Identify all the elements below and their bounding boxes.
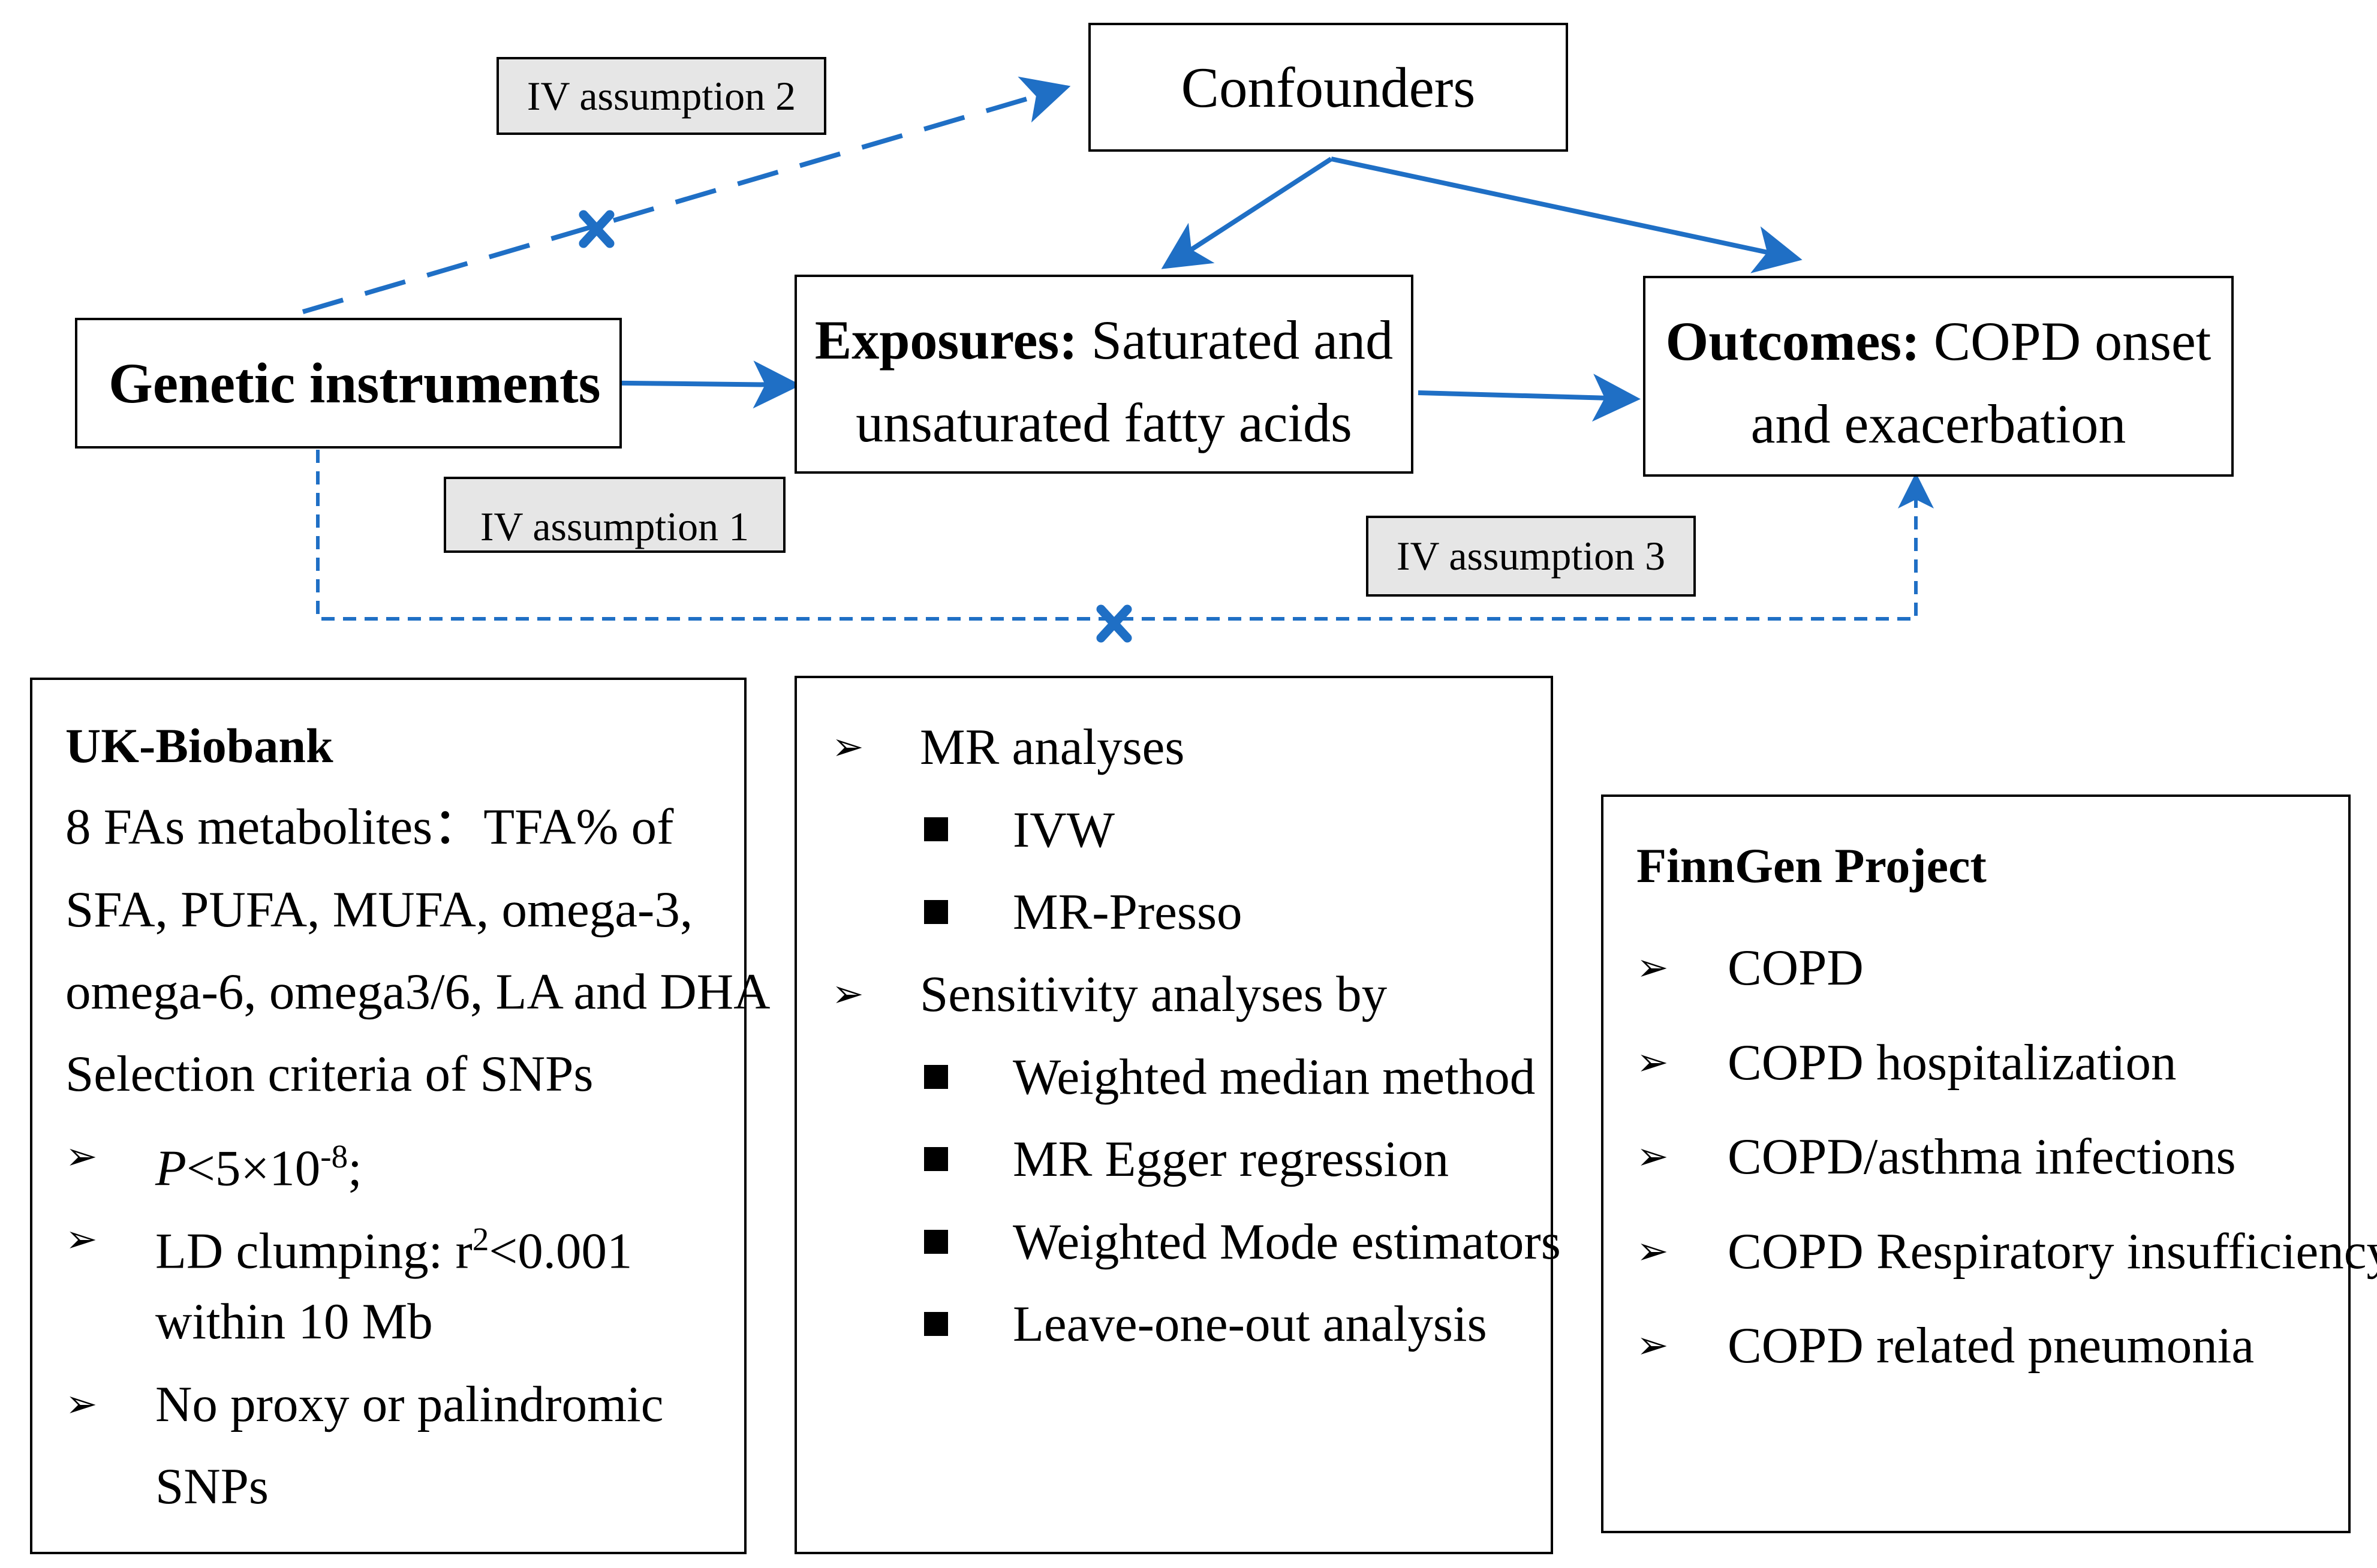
arrowhead-bullet-icon: ➢ — [1636, 1323, 1669, 1368]
exposures-node: Exposures: Saturated and unsaturated fat… — [795, 275, 1413, 474]
exposures-line-2: unsaturated fatty acids — [856, 392, 1352, 453]
finngen-title: FinnGen Project — [1636, 838, 1987, 893]
p-value-criterion: P<5×10-8; — [155, 1127, 362, 1198]
p-symbol: P — [155, 1140, 186, 1197]
uk-biobank-line-1: 8 FAs metabolites：TFA% of — [65, 799, 674, 855]
finngen-item-pneumonia: COPD related pneumonia — [1728, 1317, 2255, 1374]
ld-threshold: <0.001 — [489, 1223, 633, 1280]
ld-clumping-window: within 10 Mb — [155, 1293, 433, 1350]
uk-biobank-line-4: Selection criteria of SNPs — [65, 1046, 594, 1102]
ld-clumping-text: LD clumping: r — [155, 1223, 473, 1280]
exposures-heading: Exposures: — [814, 309, 1078, 371]
genetic-instruments-label: Genetic instruments — [109, 351, 601, 415]
mr-presso-item: MR-Presso — [1013, 884, 1242, 940]
arrowhead-bullet-icon: ➢ — [65, 1217, 98, 1262]
arrowhead-bullet-icon: ➢ — [1636, 1040, 1669, 1085]
outcomes-line-1: Outcomes: COPD onset — [1645, 308, 2231, 374]
arrowhead-bullet-icon: ➢ — [1636, 1229, 1669, 1274]
square-bullet-icon — [924, 817, 948, 841]
square-bullet-icon — [924, 1312, 948, 1336]
finngen-item-infections: COPD/asthma infections — [1728, 1128, 2236, 1185]
p-threshold: <5×10 — [186, 1140, 321, 1197]
arrow-confounder-to-exposure — [1161, 157, 1333, 269]
uk-biobank-line-2: SFA, PUFA, MUFA, omega-3, — [65, 881, 693, 938]
confounders-node: Confounders — [1088, 23, 1568, 152]
arrowhead-bullet-icon: ➢ — [832, 725, 864, 769]
exposures-text: Saturated and — [1091, 309, 1394, 371]
methods-panel: ➢ MR analyses IVW MR-Presso ➢ Sensitivit… — [795, 676, 1561, 1554]
ivw-item: IVW — [1013, 802, 1115, 858]
ld-exponent: 2 — [472, 1221, 489, 1257]
finngen-item-copd: COPD — [1728, 940, 1864, 996]
weighted-mode-item: Weighted Mode estimators — [1013, 1214, 1561, 1270]
leave-one-out-item: Leave-one-out analysis — [1013, 1296, 1487, 1352]
square-bullet-icon — [924, 900, 948, 924]
uk-biobank-title: UK-Biobank — [65, 718, 333, 773]
mr-egger-item: MR Egger regression — [1013, 1131, 1449, 1187]
arrowhead-bullet-icon: ➢ — [1636, 946, 1669, 990]
finngen-panel: FinnGen Project ➢ COPD ➢ COPD hospitaliz… — [1601, 794, 2377, 1533]
arrow-exposure-to-outcome — [1418, 374, 1641, 422]
cross-mark-icon — [579, 210, 615, 248]
square-bullet-icon — [924, 1065, 948, 1089]
mr-analyses-item: MR analyses — [920, 719, 1185, 775]
iv-assumption-2-tag: IV assumption 2 — [497, 57, 826, 135]
outcomes-node: Outcomes: COPD onset and exacerbation — [1643, 276, 2234, 477]
ld-clumping-criterion: LD clumping: r2<0.001 — [155, 1209, 633, 1281]
outcomes-line-2: and exacerbation — [1750, 393, 2126, 455]
square-bullet-icon — [924, 1147, 948, 1171]
uk-biobank-panel: UK-Biobank 8 FAs metabolites：TFA% of SFA… — [30, 678, 771, 1554]
arrowhead-bullet-icon: ➢ — [832, 972, 864, 1016]
arrowhead-bullet-icon: ➢ — [65, 1134, 98, 1179]
exposures-line-1: Exposures: Saturated and — [797, 307, 1411, 373]
uk-biobank-line-3: omega-6, omega3/6, LA and DHA — [65, 964, 771, 1020]
weighted-median-item: Weighted median method — [1013, 1049, 1536, 1105]
iv-assumption-3-label: IV assumption 3 — [1396, 533, 1666, 579]
iv-assumption-1-tag: IV assumption 1 — [444, 477, 786, 553]
square-bullet-icon — [924, 1230, 948, 1254]
arrowhead-bullet-icon: ➢ — [1636, 1134, 1669, 1179]
outcomes-heading: Outcomes: — [1665, 311, 1920, 372]
arrowhead-bullet-icon: ➢ — [65, 1382, 98, 1426]
finngen-item-hospitalization: COPD hospitalization — [1728, 1034, 2177, 1091]
sensitivity-analyses-item: Sensitivity analyses by — [920, 966, 1388, 1022]
genetic-instruments-node: Genetic instruments — [75, 318, 622, 449]
proxy-criterion-line-1: No proxy or palindromic — [155, 1376, 664, 1432]
p-end: ; — [348, 1140, 362, 1197]
iv-assumption-1-label: IV assumption 1 — [480, 504, 750, 549]
cross-mark-icon — [1096, 604, 1132, 643]
finngen-item-respiratory-insufficiency: COPD Respiratory insufficiency — [1728, 1223, 2377, 1280]
proxy-criterion-line-2: SNPs — [155, 1458, 269, 1515]
confounders-label: Confounders — [1181, 55, 1476, 119]
iv-assumption-3-tag: IV assumption 3 — [1366, 516, 1696, 597]
arrow-confounder-to-outcome — [1331, 157, 1803, 273]
p-exponent: -8 — [320, 1138, 348, 1175]
iv-assumption-2-label: IV assumption 2 — [526, 73, 796, 119]
outcomes-text: COPD onset — [1933, 311, 2211, 372]
